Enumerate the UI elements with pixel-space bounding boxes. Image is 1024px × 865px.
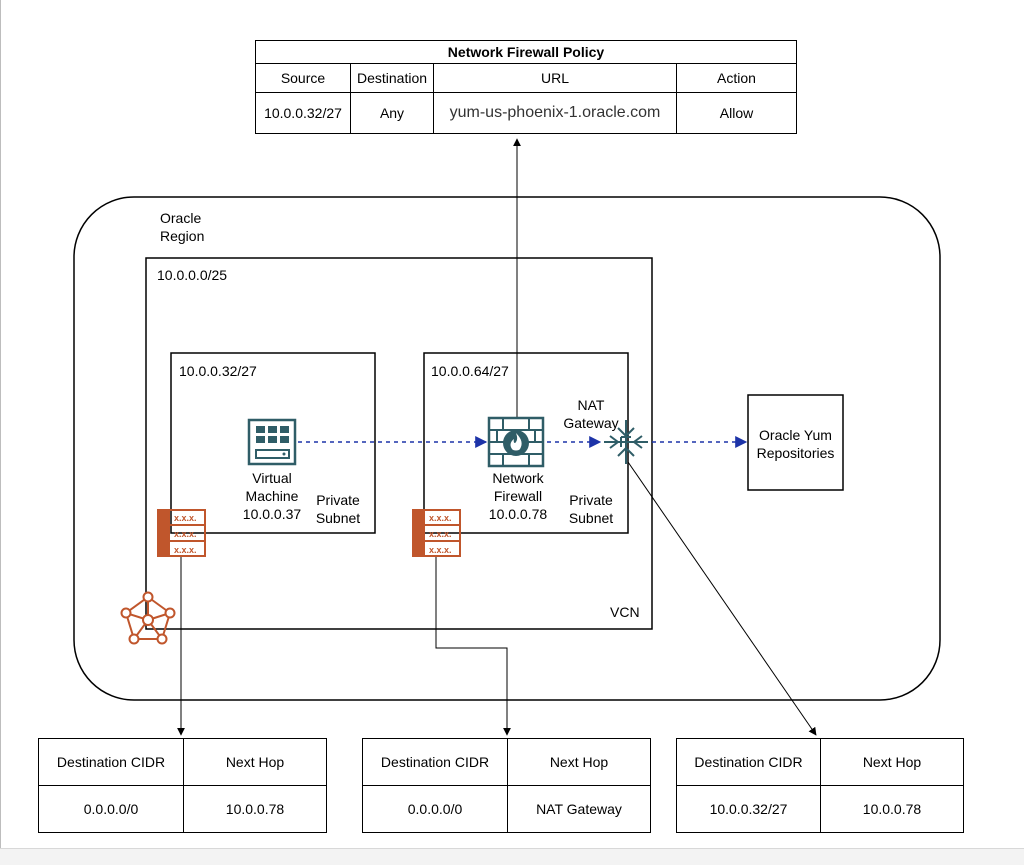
- nat-label-line2: Gateway: [563, 415, 619, 431]
- subnet-vm-boundary: [170, 352, 376, 534]
- route-header-next-hop: Next Hop: [820, 738, 964, 786]
- vcn-cidr: 10.0.0.0/25: [157, 267, 228, 283]
- route-header-destination: Destination CIDR: [676, 738, 821, 786]
- route-icon-text: x.x.x.: [174, 513, 197, 523]
- policy-cell-action: Allow: [676, 92, 797, 134]
- firewall-label-line2: Firewall: [493, 488, 543, 504]
- route-cell-destination: 0.0.0.0/0: [362, 785, 508, 833]
- repo-label-line1: Oracle Yum: [759, 427, 832, 443]
- route-table-fw-subnet: Destination CIDR Next Hop 0.0.0.0/0 NAT …: [362, 738, 651, 833]
- subnet-fw-label-line2: Subnet: [568, 510, 614, 526]
- policy-header-action: Action: [676, 63, 797, 93]
- nat-label: NAT Gateway: [556, 396, 626, 432]
- policy-header-url: URL: [433, 63, 677, 93]
- subnet-vm-label: Private Subnet: [310, 491, 366, 527]
- route-cell-destination: 0.0.0.0/0: [38, 785, 184, 833]
- route-icon-text: x.x.x.: [429, 513, 452, 523]
- route-icon-text: x.x.x.: [429, 545, 452, 555]
- route-cell-next-hop: 10.0.0.78: [820, 785, 964, 833]
- route-cell-destination: 10.0.0.32/27: [676, 785, 821, 833]
- route-connector-fw: [435, 556, 511, 736]
- repo-label: Oracle Yum Repositories: [748, 426, 843, 462]
- route-table-icon[interactable]: x.x.x. x.x.x. x.x.x.: [157, 509, 206, 557]
- region-label-line1: Oracle: [160, 210, 202, 226]
- vcn-icon[interactable]: [120, 591, 176, 645]
- subnet-fw-label-line1: Private: [569, 492, 613, 508]
- route-header-destination: Destination CIDR: [38, 738, 184, 786]
- vm-ip: 10.0.0.37: [242, 506, 302, 522]
- policy-cell-url: yum-us-phoenix-1.oracle.com: [433, 92, 677, 134]
- frame-edge: [0, 0, 1, 848]
- bottom-bar: [0, 848, 1024, 865]
- region-label: Oracle Region: [160, 209, 204, 245]
- vm-label-line2: Machine: [245, 488, 299, 504]
- nat-label-line1: NAT: [577, 397, 605, 413]
- route-header-destination: Destination CIDR: [362, 738, 508, 786]
- repo-label-line2: Repositories: [756, 445, 835, 461]
- route-connector-nat: [627, 461, 817, 736]
- route-icon-text: x.x.x.: [429, 529, 452, 539]
- route-cell-next-hop: NAT Gateway: [507, 785, 651, 833]
- policy-cell-destination: Any: [350, 92, 434, 134]
- route-cell-next-hop: 10.0.0.78: [183, 785, 327, 833]
- policy-header-destination: Destination: [350, 63, 434, 93]
- route-icon-text: x.x.x.: [174, 545, 197, 555]
- virtual-machine-icon[interactable]: [247, 418, 297, 466]
- firewall-label: Network Firewall 10.0.0.78: [478, 469, 558, 523]
- route-table-icon[interactable]: x.x.x. x.x.x. x.x.x.: [412, 509, 461, 557]
- subnet-vm-cidr: 10.0.0.32/27: [179, 363, 257, 379]
- route-header-next-hop: Next Hop: [507, 738, 651, 786]
- firewall-ip: 10.0.0.78: [488, 506, 548, 522]
- policy-title: Network Firewall Policy: [255, 40, 797, 64]
- vcn-label: VCN: [610, 604, 640, 620]
- subnet-vm-label-line1: Private: [316, 492, 360, 508]
- policy-cell-source: 10.0.0.32/27: [255, 92, 351, 134]
- vcn-boundary: [145, 257, 653, 630]
- region-label-line2: Region: [160, 228, 205, 244]
- nat-gateway-icon[interactable]: [604, 420, 648, 464]
- subnet-fw-label: Private Subnet: [563, 491, 619, 527]
- network-firewall-icon[interactable]: [487, 416, 545, 468]
- subnet-fw-cidr: 10.0.0.64/27: [431, 363, 509, 379]
- firewall-label-line1: Network: [492, 470, 544, 486]
- vm-label-line1: Virtual: [252, 470, 292, 486]
- route-table-vm-subnet: Destination CIDR Next Hop 0.0.0.0/0 10.0…: [38, 738, 327, 833]
- route-header-next-hop: Next Hop: [183, 738, 327, 786]
- vm-label: Virtual Machine 10.0.0.37: [232, 469, 312, 523]
- subnet-vm-label-line2: Subnet: [315, 510, 361, 526]
- route-table-nat-gateway: Destination CIDR Next Hop 10.0.0.32/27 1…: [676, 738, 964, 833]
- firewall-policy-table: Network Firewall Policy Source Destinati…: [255, 40, 797, 134]
- route-icon-text: x.x.x.: [174, 529, 197, 539]
- repo-box: [747, 394, 844, 491]
- policy-header-source: Source: [255, 63, 351, 93]
